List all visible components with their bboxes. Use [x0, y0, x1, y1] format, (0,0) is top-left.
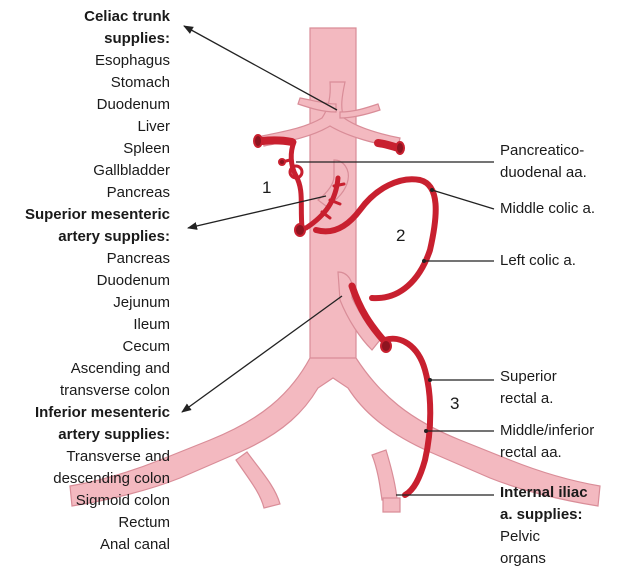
- celiac-arrow: [183, 25, 338, 111]
- pd-end: [278, 158, 286, 166]
- pancreaticoduodenal-arcade: [288, 139, 305, 231]
- mesenteric-arteries: [258, 136, 439, 498]
- region-number-2: 2: [396, 226, 406, 245]
- internal-iliac-right: [371, 449, 398, 501]
- sma-arrow: [187, 195, 327, 230]
- sma-small-branch-1: [332, 182, 346, 188]
- aorta: [69, 27, 601, 513]
- splenic-end: [253, 134, 263, 148]
- middle-colic-leader: [431, 189, 495, 210]
- leader-arrows: [181, 25, 343, 413]
- celiac-items: Esophagus Stomach Duodenum Liver Spleen …: [93, 52, 170, 201]
- sma-items: Pancreas Duodenum Jejunum Ileum Cecum As…: [59, 250, 170, 399]
- hepatic-end: [395, 141, 405, 155]
- region-number-1: 1: [262, 178, 272, 197]
- left-colic-label: Left colic a.: [500, 252, 576, 269]
- hepatic-branch-right: [374, 139, 402, 152]
- internal-iliac-left: [235, 451, 281, 509]
- right-leaders: [296, 161, 495, 496]
- pancreaticoduodenal-loop: [288, 164, 304, 180]
- middle-colic-artery: [313, 176, 439, 302]
- sma-small-branch-2: [328, 198, 342, 206]
- region-number-3: 3: [450, 394, 460, 413]
- sma-vessel: [317, 159, 349, 207]
- aortic-bifurcation: [69, 357, 601, 507]
- pancreaticoduodenal-label: Pancreatico- duodenal aa.: [500, 142, 587, 181]
- celiac-upper-branches: [297, 97, 381, 119]
- sma-small-branch-3: [320, 210, 332, 220]
- vessel-ends: [253, 134, 405, 353]
- celiac-title: Celiac trunk supplies:: [84, 8, 170, 47]
- sma-end: [294, 223, 306, 237]
- superior-rectal-artery: [382, 335, 434, 498]
- leader-dots: [422, 188, 434, 433]
- sma-title: Superior mesenteric artery supplies:: [24, 206, 170, 245]
- sma-arcade: [303, 175, 341, 231]
- ima-arrow: [181, 295, 343, 413]
- ima-items: Transverse and descending colon Sigmoid …: [53, 448, 170, 553]
- splenic-branch-left: [258, 136, 296, 146]
- ima-title: Inferior mesenteric artery supplies:: [34, 404, 170, 443]
- superior-rectal-label: Superior rectal a.: [500, 368, 557, 407]
- middle-colic-label: Middle colic a.: [500, 200, 596, 217]
- middle-inferior-rectal-label: Middle/inferior rectal aa.: [500, 422, 595, 461]
- ima-end: [380, 339, 392, 353]
- internal-iliac-stub: [382, 497, 401, 513]
- internal-iliac-title: Internal iliac a. supplies:: [500, 484, 588, 523]
- ima-red: [348, 282, 389, 346]
- internal-iliac-items: Pelvic organs: [500, 528, 546, 567]
